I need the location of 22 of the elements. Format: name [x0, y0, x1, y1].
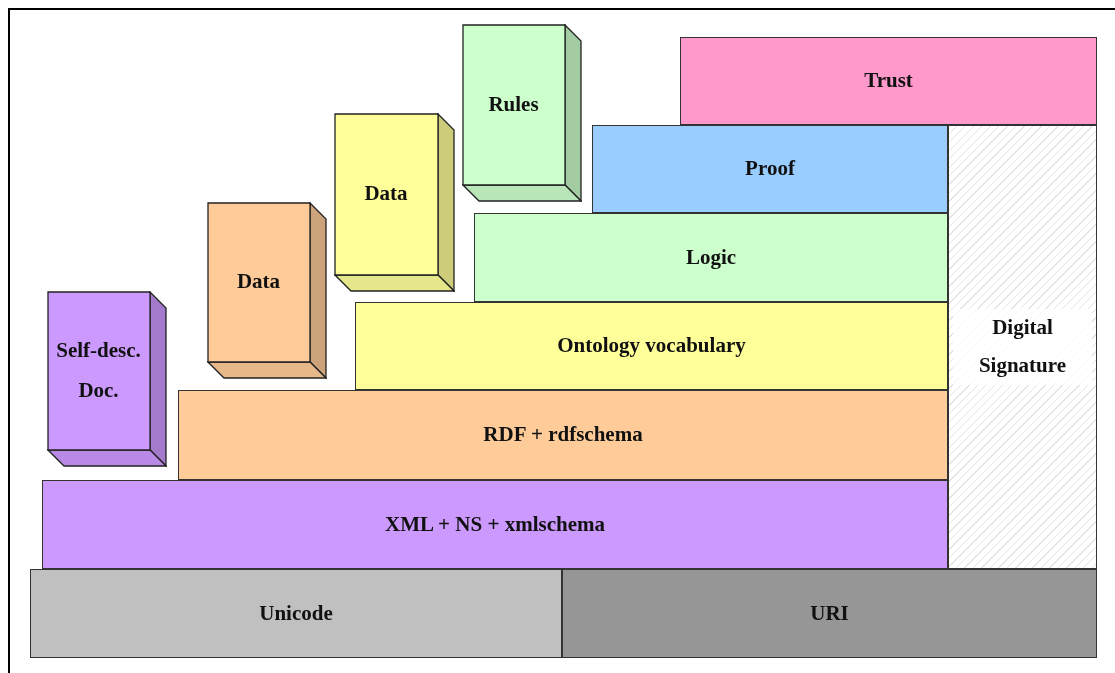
- layer-box: [474, 213, 948, 302]
- layer-label: Data: [236, 268, 281, 296]
- layer-box: [592, 125, 948, 213]
- layer-label: Proof: [745, 155, 795, 183]
- layer-box: [178, 390, 948, 480]
- layer-label: RDF + rdfschema: [483, 421, 643, 449]
- layer-box: [562, 569, 1097, 658]
- layer-box: [30, 569, 562, 658]
- layer-box: [42, 480, 948, 569]
- layer-label: Ontology vocabulary: [557, 332, 746, 360]
- layer-label: URI: [810, 599, 849, 627]
- layer-label: Self-desc. Doc.: [55, 336, 142, 404]
- layer-label: XML + NS + xmlschema: [385, 510, 605, 538]
- layer-box: [355, 302, 948, 390]
- layer-label: Rules: [488, 90, 539, 118]
- layer-box: [680, 37, 1097, 125]
- layer-label: Unicode: [259, 599, 333, 627]
- layer-label: Trust: [864, 67, 913, 95]
- layer-label: Logic: [685, 243, 737, 271]
- layer-label: Data: [364, 180, 408, 208]
- signature-column: [948, 125, 1097, 569]
- layer-label: Digital Signature: [953, 309, 1092, 385]
